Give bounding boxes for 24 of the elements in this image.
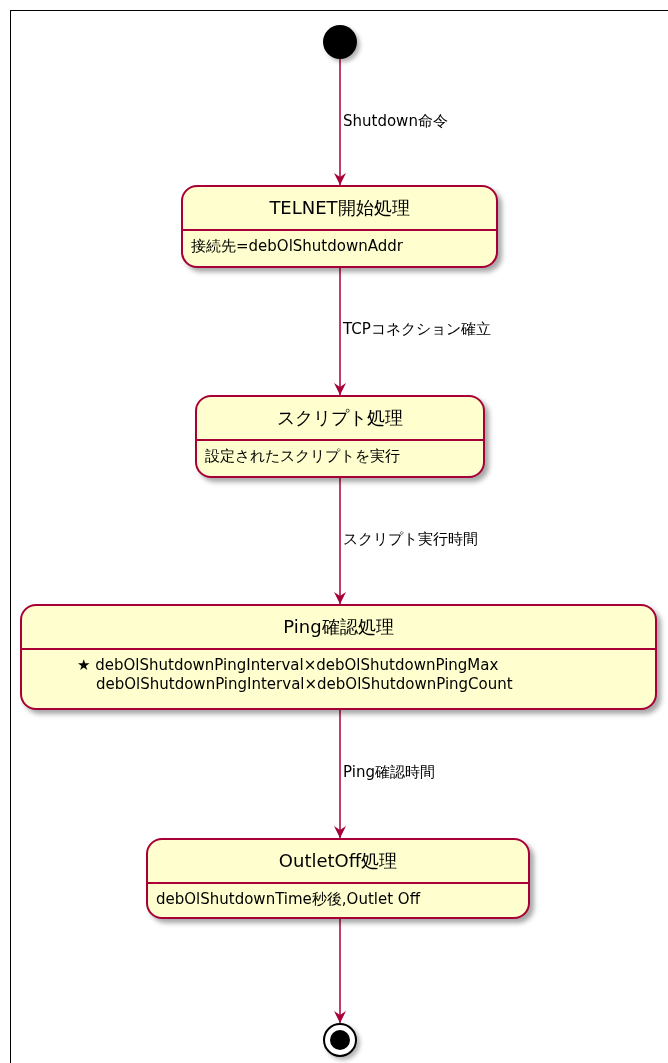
transition-arrow (334, 477, 346, 605)
state-name: スクリプト処理 (276, 406, 404, 430)
edge-label: Ping確認時間 (342, 763, 436, 782)
transition-arrow (334, 58, 346, 186)
state-action: debOlShutdownTime秒後,Outlet Off (156, 890, 420, 909)
state-box (181, 185, 498, 268)
state-name: OutletOff処理 (277, 849, 399, 873)
transition-arrow (334, 918, 346, 1024)
state-action: 接続先=debOlShutdownAddr (191, 237, 403, 256)
state-action: 設定されたスクリプトを実行 (205, 447, 400, 466)
transition-arrow (334, 267, 346, 396)
state-box (146, 838, 530, 919)
state-action: debOlShutdownPingInterval×debOlShutdownPingCount (95, 675, 513, 694)
state-box (20, 604, 657, 710)
state-name: TELNET開始処理 (268, 196, 411, 220)
edge-label: Shutdown命令 (342, 112, 449, 131)
state-box (195, 395, 485, 478)
final-state (323, 1023, 357, 1057)
state-name: Ping確認処理 (282, 615, 395, 639)
initial-state (323, 25, 357, 59)
edge-label: TCPコネクション確立 (342, 320, 492, 339)
transition-arrow (334, 709, 346, 839)
state-action: ★ debOlShutdownPingInterval×debOlShutdownPingMax (77, 656, 499, 675)
edge-label: スクリプト実行時間 (342, 530, 479, 549)
